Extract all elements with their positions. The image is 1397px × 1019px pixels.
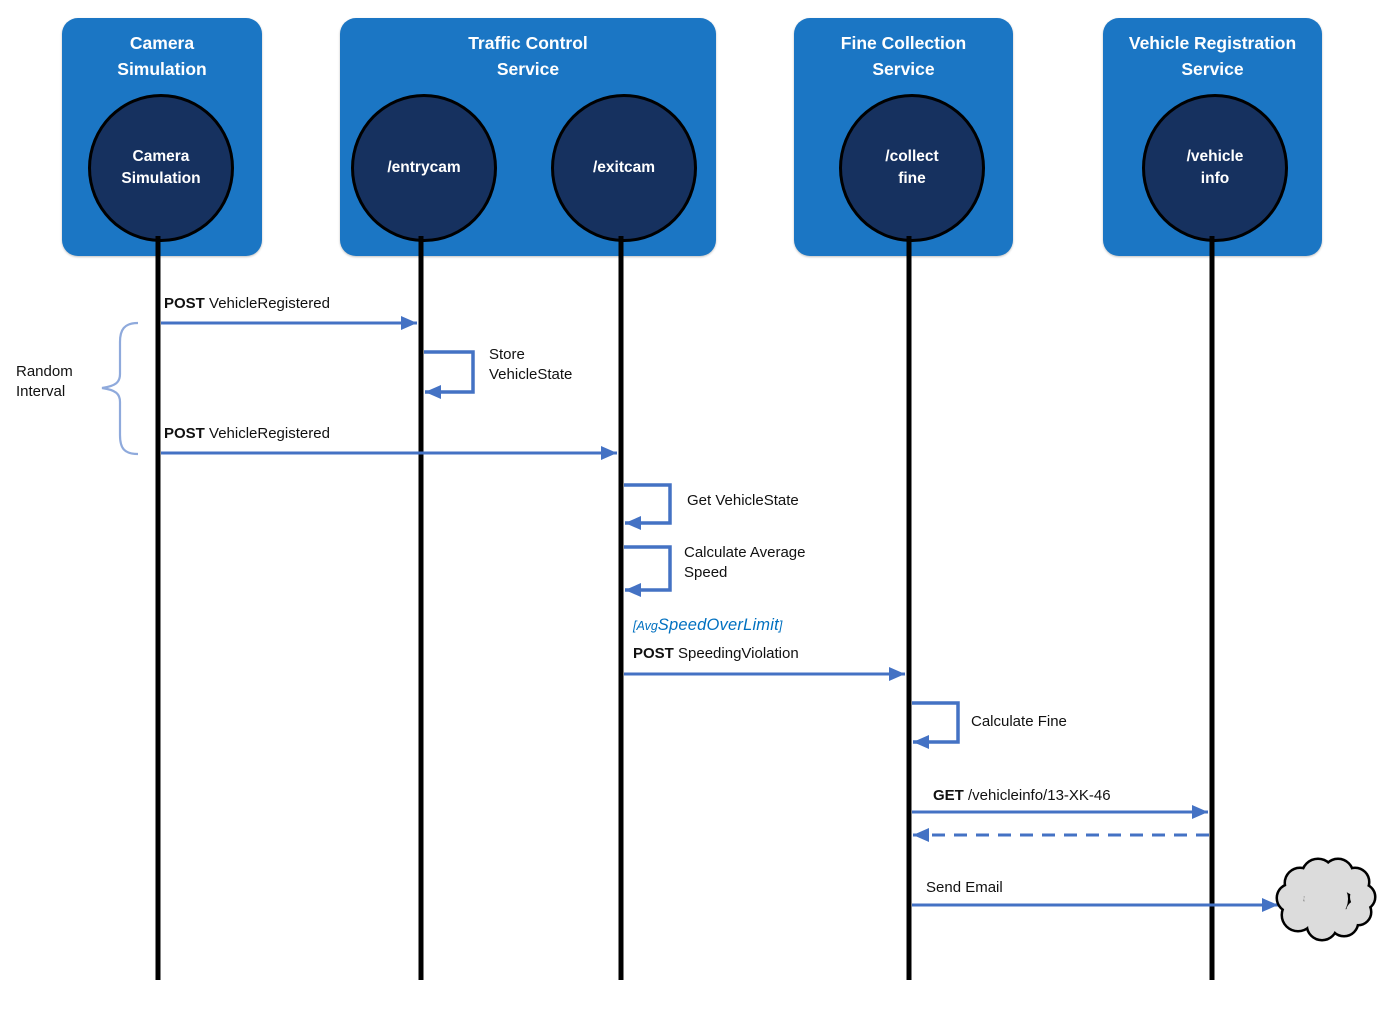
actor-title-line: Simulation bbox=[117, 59, 207, 79]
message-text: /vehicleinfo/13-XK-46 bbox=[968, 787, 1111, 804]
actor-title-line: Traffic Control bbox=[468, 33, 588, 53]
message-label-calculate-average-speed: Calculate Average Speed bbox=[684, 544, 806, 581]
message-label-post-vehicleregistered-2: POST VehicleRegistered bbox=[164, 424, 330, 444]
self-call-calculate-fine bbox=[912, 701, 960, 749]
actor-title-line: Service bbox=[872, 59, 935, 79]
http-verb: POST bbox=[164, 295, 205, 312]
actor-box-traffic-control-service: Traffic Control Service /entrycam /exitc… bbox=[340, 18, 716, 256]
node-exitcam: /exitcam bbox=[551, 94, 697, 242]
self-call-calculate-average-speed bbox=[624, 545, 672, 597]
node-vehicle-info: /vehicle info bbox=[1142, 94, 1288, 242]
message-text: VehicleRegistered bbox=[209, 425, 330, 442]
actor-title-vehicle-registration-service: Vehicle Registration Service bbox=[1103, 30, 1322, 82]
message-label-get-vehicleinfo: GET /vehicleinfo/13-XK-46 bbox=[933, 786, 1111, 806]
http-verb: POST bbox=[633, 645, 674, 662]
guard-condition-main: SpeedOverLimit bbox=[657, 616, 779, 634]
node-label-line: /exitcam bbox=[592, 159, 656, 176]
annotation-random-interval: Random Interval bbox=[16, 363, 73, 400]
node-label-line: /vehicle bbox=[1186, 148, 1244, 165]
http-verb: GET bbox=[933, 787, 964, 804]
message-label-send-email: Send Email bbox=[926, 879, 1003, 896]
actor-title-line: Fine Collection bbox=[840, 33, 967, 53]
message-text: VehicleRegistered bbox=[209, 295, 330, 312]
actor-box-vehicle-registration-service: Vehicle Registration Service /vehicle in… bbox=[1103, 18, 1322, 256]
actor-box-camera-simulation: Camera Simulation Camera Simulation bbox=[62, 18, 262, 256]
message-label-calculate-fine: Calculate Fine bbox=[971, 713, 1067, 730]
actor-title-fine-collection-service: Fine Collection Service bbox=[794, 30, 1013, 82]
message-text: SpeedingViolation bbox=[678, 645, 799, 662]
node-label-line: info bbox=[1200, 170, 1230, 187]
node-label-line: /collect bbox=[885, 148, 939, 165]
node-label-line: Simulation bbox=[121, 170, 201, 187]
actor-title-line: Service bbox=[1181, 59, 1244, 79]
actor-title-camera-simulation: Camera Simulation bbox=[62, 30, 262, 82]
random-interval-brace bbox=[101, 321, 139, 456]
actor-title-line: Service bbox=[496, 59, 560, 79]
node-camera-simulation: Camera Simulation bbox=[88, 94, 234, 242]
guard-condition-prefix: [Avg bbox=[633, 619, 658, 633]
guard-condition-avgspeedoverlimit: [AvgSpeedOverLimit] bbox=[633, 615, 782, 636]
actor-title-traffic-control-service: Traffic Control Service bbox=[340, 30, 716, 82]
actor-box-fine-collection-service: Fine Collection Service /collect fine bbox=[794, 18, 1013, 256]
node-entrycam: /entrycam bbox=[351, 94, 497, 242]
http-verb: POST bbox=[164, 425, 205, 442]
self-call-store-vehiclestate bbox=[424, 350, 475, 399]
node-collect-fine: /collect fine bbox=[839, 94, 985, 242]
message-label-store-vehiclestate: Store VehicleState bbox=[489, 346, 573, 383]
node-label-line: Camera bbox=[132, 148, 190, 165]
actor-title-line: Camera bbox=[129, 33, 195, 53]
message-label-post-speedingviolation: POST SpeedingViolation bbox=[633, 644, 799, 664]
actor-title-line: Vehicle Registration bbox=[1128, 33, 1297, 53]
node-label-line: /entrycam bbox=[387, 159, 461, 176]
self-call-get-vehiclestate bbox=[624, 483, 672, 530]
guard-condition-suffix: ] bbox=[778, 619, 783, 633]
message-label-post-vehicleregistered-1: POST VehicleRegistered bbox=[164, 294, 330, 314]
cloud-email-icon bbox=[1275, 857, 1377, 942]
node-label-line: fine bbox=[898, 170, 926, 187]
message-label-get-vehiclestate: Get VehicleState bbox=[687, 492, 799, 509]
